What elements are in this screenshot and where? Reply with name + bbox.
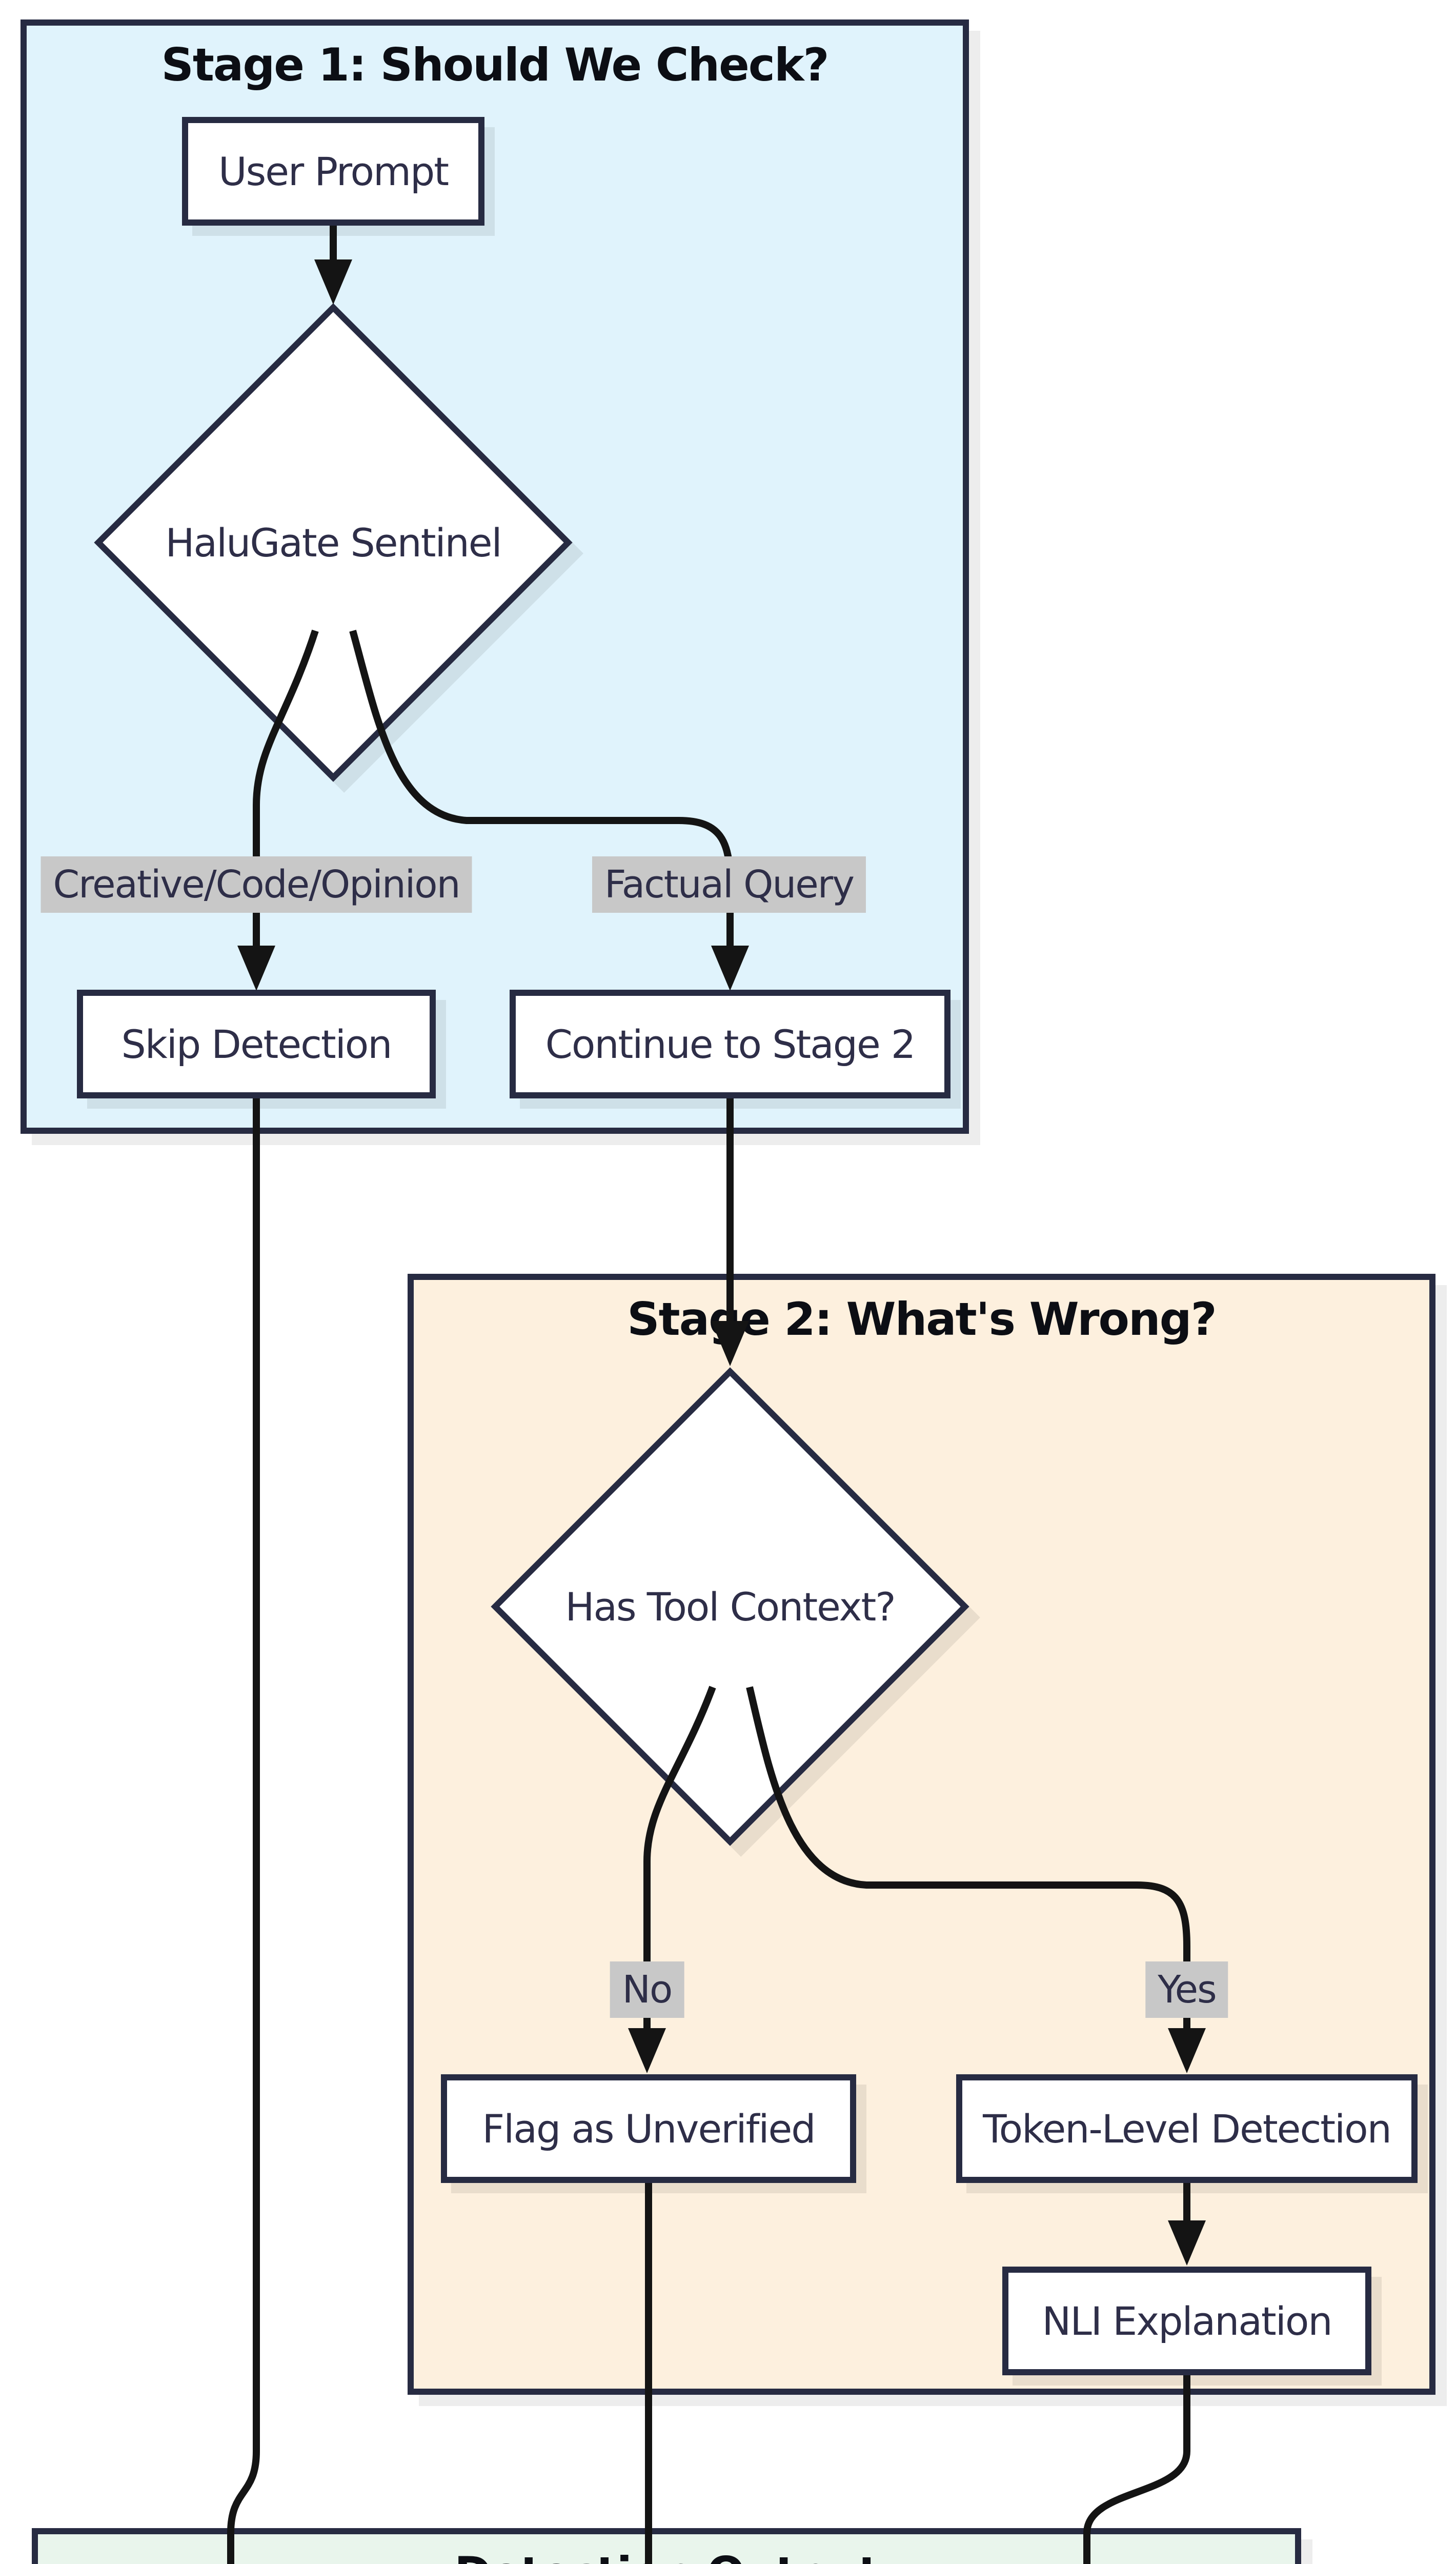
cluster-stage2: Stage 2: What's Wrong? bbox=[408, 1274, 1435, 2395]
node-token-level-detection: Token-Level Detection bbox=[956, 2074, 1418, 2183]
node-nli-explanation: NLI Explanation bbox=[1002, 2267, 1371, 2375]
node-continue-to-stage2: Continue to Stage 2 bbox=[510, 990, 951, 1098]
cluster-stage2-title: Stage 2: What's Wrong? bbox=[627, 1293, 1217, 1346]
edge-label-yes: Yes bbox=[1145, 1961, 1228, 2018]
decision-halugate-sentinel-label: HaluGate Sentinel bbox=[165, 519, 502, 566]
edge-label-creative-code-opinion: Creative/Code/Opinion bbox=[41, 856, 472, 913]
node-flag-as-unverified: Flag as Unverified bbox=[441, 2074, 856, 2183]
edge-skip-to-pass bbox=[227, 1098, 260, 2564]
cluster-detection-output-title: Detection Output bbox=[38, 2547, 1295, 2564]
edge-label-factual-query: Factual Query bbox=[592, 856, 866, 913]
cluster-detection-output: Detection Output bbox=[32, 2528, 1301, 2564]
cluster-stage1-title: Stage 1: Should We Check? bbox=[161, 38, 829, 91]
node-skip-detection: Skip Detection bbox=[77, 990, 436, 1098]
edge-label-no: No bbox=[610, 1961, 684, 2018]
node-user-prompt: User Prompt bbox=[182, 117, 484, 226]
decision-has-tool-context-label: Has Tool Context? bbox=[565, 1584, 896, 1630]
